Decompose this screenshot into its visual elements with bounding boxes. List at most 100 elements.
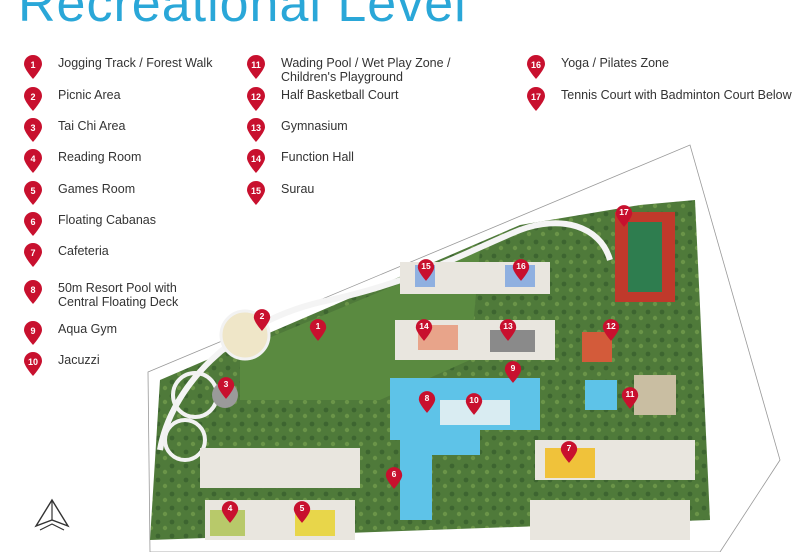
compass-icon — [34, 498, 70, 531]
map-pin-number: 9 — [510, 363, 516, 373]
legend-item-2: 2 Picnic Area — [22, 86, 121, 112]
legend-item-6: 6 Floating Cabanas — [22, 211, 156, 237]
map-pin-icon: 5 — [22, 180, 44, 206]
map-pin-number: 3 — [223, 379, 229, 389]
map-pin-icon: 3 — [22, 117, 44, 143]
legend-number: 12 — [250, 92, 261, 102]
map-pin-icon: 12 — [245, 86, 267, 112]
legend-label: Reading Room — [58, 150, 142, 164]
legend-item-15: 15 Surau — [245, 180, 314, 206]
map-pin-icon: 14 — [245, 148, 267, 174]
map-pin-icon: 9 — [22, 320, 44, 346]
map-pin-icon: 6 — [22, 211, 44, 237]
map-pin-icon: 7 — [22, 242, 44, 268]
building-block-c — [200, 448, 360, 488]
legend-item-9: 9 Aqua Gym — [22, 320, 117, 346]
legend-label: Jogging Track / Forest Walk — [58, 56, 213, 70]
legend-label: Yoga / Pilates Zone — [561, 56, 669, 70]
map-pin-1: 1 — [308, 318, 328, 342]
legend-label: Tennis Court with Badminton Court Below — [561, 88, 792, 102]
legend-number: 6 — [30, 217, 36, 227]
map-pin-10: 10 — [464, 392, 484, 416]
legend-number: 14 — [250, 154, 261, 164]
legend-number: 15 — [250, 186, 261, 196]
legend-item-3: 3 Tai Chi Area — [22, 117, 125, 143]
map-pin-3: 3 — [216, 376, 236, 400]
legend-label: Floating Cabanas — [58, 213, 156, 227]
legend-item-14: 14 Function Hall — [245, 148, 354, 174]
legend-label: Surau — [281, 182, 315, 196]
map-pin-5: 5 — [292, 500, 312, 524]
legend-label: Games Room — [58, 182, 136, 196]
legend-number: 8 — [30, 285, 36, 295]
map-pin-icon: 1 — [22, 54, 44, 80]
legend-number: 16 — [530, 60, 541, 70]
map-pin-icon: 15 — [245, 180, 267, 206]
map-pin-number: 2 — [259, 311, 265, 321]
page-title: Recreational Level — [18, 0, 467, 33]
map-pin-17: 17 — [614, 204, 634, 228]
map-pin-9: 9 — [503, 360, 523, 384]
map-pin-icon: 16 — [525, 54, 547, 80]
map-pin-14: 14 — [414, 318, 434, 342]
legend-number: 3 — [30, 123, 36, 133]
map-pin-number: 8 — [424, 393, 430, 403]
legend-item-13: 13 Gymnasium — [245, 117, 348, 143]
legend-item-4: 4 Reading Room — [22, 148, 141, 174]
map-pin-8: 8 — [417, 390, 437, 414]
legend-label: Gymnasium — [281, 119, 348, 133]
map-pin-icon: 11 — [245, 54, 267, 80]
legend-item-12: 12 Half Basketball Court — [245, 86, 398, 112]
map-pin-number: 7 — [566, 443, 572, 453]
map-pin-7: 7 — [559, 440, 579, 464]
legend-label: Function Hall — [281, 150, 354, 164]
legend-number: 2 — [30, 92, 36, 102]
legend-number: 5 — [30, 186, 36, 196]
map-pin-number: 6 — [391, 469, 397, 479]
map-pin-icon: 13 — [245, 117, 267, 143]
legend-label: Picnic Area — [58, 88, 121, 102]
map-pin-number: 12 — [606, 321, 616, 331]
map-pin-6: 6 — [384, 466, 404, 490]
map-pin-icon: 17 — [525, 86, 547, 112]
legend-number: 4 — [30, 154, 36, 164]
map-pin-number: 17 — [619, 207, 629, 217]
legend-item-7: 7 Cafeteria — [22, 242, 109, 268]
legend-number: 7 — [30, 248, 36, 258]
map-pin-15: 15 — [416, 258, 436, 282]
site-boundary — [147, 144, 781, 552]
map-pin-number: 15 — [421, 261, 431, 271]
legend-label: Half Basketball Court — [281, 88, 399, 102]
map-pin-number: 5 — [299, 503, 305, 513]
map-pin-icon: 4 — [22, 148, 44, 174]
map-pin-number: 1 — [315, 321, 321, 331]
legend-item-1: 1 Jogging Track / Forest Walk — [22, 54, 212, 80]
map-pin-icon: 10 — [22, 351, 44, 377]
legend-item-10: 10 Jacuzzi — [22, 351, 100, 377]
map-pin-number: 13 — [503, 321, 513, 331]
legend-label: Tai Chi Area — [58, 119, 126, 133]
map-pin-4: 4 — [220, 500, 240, 524]
legend-number: 11 — [251, 60, 261, 70]
legend-number: 10 — [27, 357, 38, 367]
legend-item-16: 16 Yoga / Pilates Zone — [525, 54, 669, 80]
map-pin-number: 14 — [419, 321, 429, 331]
map-pin-number: 11 — [625, 389, 635, 399]
map-pin-number: 16 — [516, 261, 526, 271]
map-pin-icon: 2 — [22, 86, 44, 112]
map-pin-number: 4 — [227, 503, 233, 513]
legend-number: 13 — [250, 123, 261, 133]
legend-number: 9 — [30, 326, 36, 336]
legend-label: Jacuzzi — [58, 353, 100, 367]
legend-number: 17 — [530, 92, 541, 102]
map-pin-11: 11 — [620, 386, 640, 410]
legend-item-5: 5 Games Room — [22, 180, 135, 206]
legend-number: 1 — [30, 60, 36, 70]
map-pin-icon: 8 — [22, 279, 44, 305]
map-pin-16: 16 — [511, 258, 531, 282]
legend-label: Aqua Gym — [58, 322, 118, 336]
legend-label: Cafeteria — [58, 244, 109, 258]
